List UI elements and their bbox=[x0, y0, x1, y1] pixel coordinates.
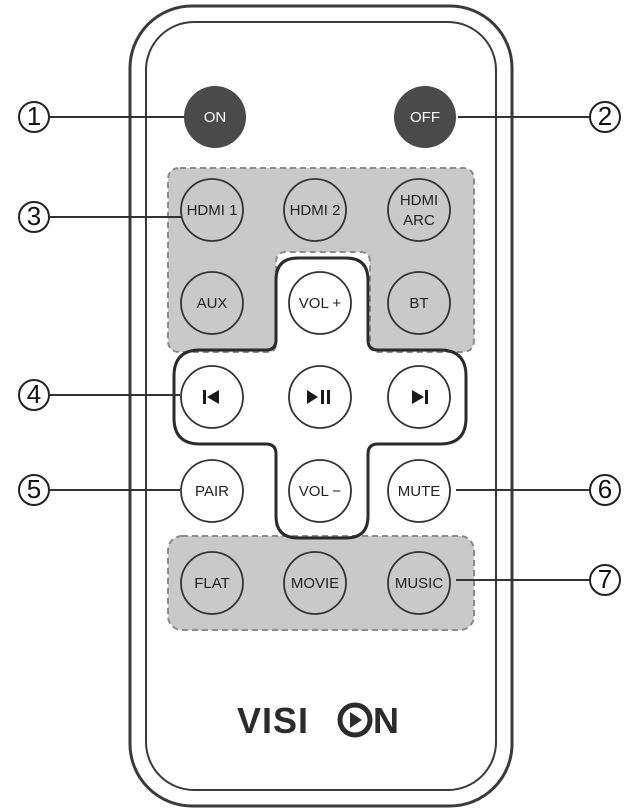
aux-button[interactable]: AUX bbox=[180, 271, 244, 335]
pair-button-label: PAIR bbox=[195, 483, 229, 500]
callout-5: 5 bbox=[18, 474, 50, 506]
mute-button[interactable]: MUTE bbox=[387, 459, 451, 523]
brand-text-right: N bbox=[373, 700, 400, 741]
callout-number: 4 bbox=[27, 379, 41, 409]
callout-6: 6 bbox=[589, 474, 621, 506]
aux-button-label: AUX bbox=[197, 295, 228, 312]
movie-button[interactable]: MOVIE bbox=[283, 551, 347, 615]
callout-number: 2 bbox=[598, 101, 612, 131]
hdmi1-button-label: HDMI 1 bbox=[187, 202, 238, 219]
callout-number: 6 bbox=[598, 474, 612, 504]
pair-button[interactable]: PAIR bbox=[180, 459, 244, 523]
callout-number: 7 bbox=[598, 564, 612, 594]
previous-track-icon bbox=[203, 390, 219, 404]
bt-button-label: BT bbox=[409, 295, 428, 312]
hdmi-arc-button-label-top: HDMI bbox=[400, 192, 438, 209]
callout-3: 3 bbox=[18, 201, 50, 233]
off-button[interactable]: OFF bbox=[394, 86, 456, 148]
hdmi2-button-label: HDMI 2 bbox=[290, 202, 341, 219]
next-track-icon bbox=[412, 390, 428, 404]
vision-logo: VISI N bbox=[237, 700, 400, 741]
hdmi-arc-button[interactable]: HDMI ARC bbox=[387, 178, 451, 242]
callout-number: 1 bbox=[27, 101, 41, 131]
callout-2: 2 bbox=[589, 101, 621, 133]
callout-1: 1 bbox=[18, 101, 50, 133]
callout-4: 4 bbox=[18, 379, 50, 411]
callout-number: 5 bbox=[27, 474, 41, 504]
vol-up-button-label: VOL + bbox=[299, 295, 342, 312]
next-button[interactable] bbox=[387, 365, 451, 429]
previous-button[interactable] bbox=[180, 365, 244, 429]
music-button[interactable]: MUSIC bbox=[387, 551, 451, 615]
vol-down-button-label: VOL − bbox=[299, 483, 342, 500]
play-pause-icon bbox=[307, 390, 330, 404]
flat-button[interactable]: FLAT bbox=[180, 551, 244, 615]
callout-7: 7 bbox=[589, 564, 621, 596]
hdmi-arc-button-label-bottom: ARC bbox=[403, 212, 435, 229]
vol-up-button[interactable]: VOL + bbox=[288, 271, 352, 335]
bt-button[interactable]: BT bbox=[387, 271, 451, 335]
movie-button-label: MOVIE bbox=[291, 575, 339, 592]
brand-text-left: VISI bbox=[237, 700, 309, 741]
music-button-label: MUSIC bbox=[395, 575, 444, 592]
flat-button-label: FLAT bbox=[194, 575, 230, 592]
callout-number: 3 bbox=[27, 201, 41, 231]
on-button[interactable]: ON bbox=[184, 86, 246, 148]
playback-pad-outline bbox=[172, 256, 468, 540]
play-pause-button[interactable] bbox=[288, 365, 352, 429]
hdmi2-button[interactable]: HDMI 2 bbox=[283, 178, 347, 242]
hdmi1-button[interactable]: HDMI 1 bbox=[180, 178, 244, 242]
on-button-label: ON bbox=[204, 109, 227, 126]
mute-button-label: MUTE bbox=[398, 483, 441, 500]
play-o-icon bbox=[337, 702, 373, 738]
off-button-label: OFF bbox=[410, 109, 440, 126]
vol-down-button[interactable]: VOL − bbox=[288, 459, 352, 523]
